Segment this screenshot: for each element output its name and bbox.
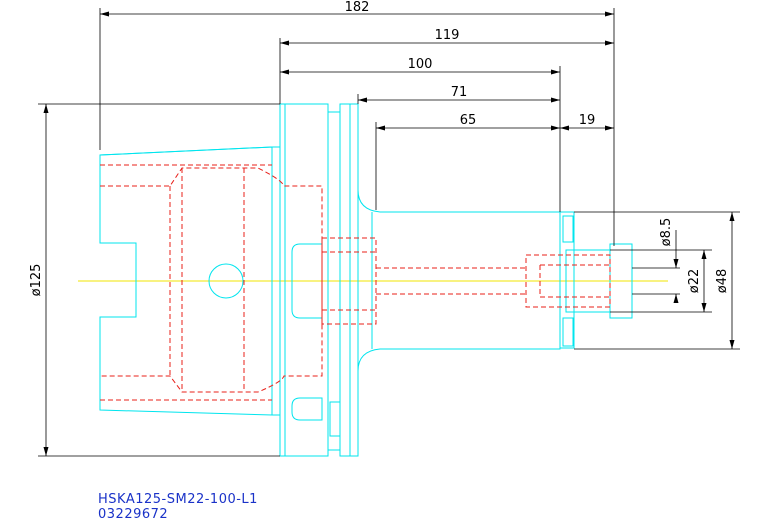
dim-shank-length: 65 xyxy=(460,113,477,128)
model-number: HSKA125-SM22-100-L1 xyxy=(98,492,258,507)
part-code: 03229672 xyxy=(98,507,169,522)
dim-body-diameter: ø48 xyxy=(715,269,730,294)
dimension-arrows xyxy=(43,11,735,456)
dim-flange-to-face: 100 xyxy=(408,57,433,72)
dim-tip-length: 19 xyxy=(579,113,596,128)
holder-outline xyxy=(99,103,633,457)
dim-flange-diameter: ø125 xyxy=(29,264,44,297)
dim-flange-to-tip: 119 xyxy=(435,28,460,43)
dim-bore-diameter: ø8.5 xyxy=(659,218,674,247)
dim-overall-length: 182 xyxy=(345,0,370,15)
dim-body-length: 71 xyxy=(451,85,468,100)
dim-shank-diameter: ø22 xyxy=(687,269,702,294)
dimension-lines xyxy=(38,8,740,457)
hidden-lines xyxy=(100,164,611,401)
